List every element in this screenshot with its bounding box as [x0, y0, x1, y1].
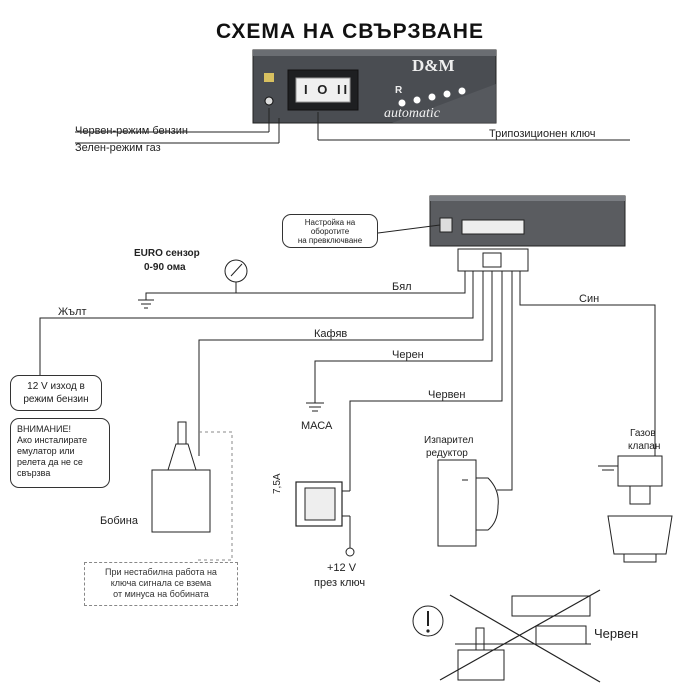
brand-logo: D&M	[412, 56, 455, 75]
rpm-trimmer-icon[interactable]	[439, 217, 453, 233]
gas-valve-label-2: клапан	[628, 441, 661, 452]
bottom-red-label: Червен	[594, 626, 639, 641]
wire-label-red: Червен	[428, 389, 466, 401]
r-label: R	[395, 85, 403, 96]
warning-line: ВНИМАНИЕ!	[17, 424, 71, 434]
gas-valve-icon	[598, 455, 673, 563]
wire-label-black: Черен	[392, 349, 424, 361]
ignition-coil-icon	[151, 421, 211, 533]
wire-label-yellow: Жълт	[58, 306, 87, 318]
plus12-label: +12 V	[327, 562, 357, 574]
ground-label: МАСА	[301, 420, 333, 432]
reducer-label-2: редуктор	[426, 448, 468, 459]
gas-valve-label: Газов	[630, 428, 656, 439]
unstable-note-line: от минуса на бобината	[113, 589, 209, 599]
fuse-rating-label: 7,5A	[272, 473, 283, 494]
crossed-out-wiring	[412, 589, 601, 683]
ground-icon	[138, 299, 154, 309]
harness-clip	[482, 252, 502, 268]
rpm-note: Настройка на оборотите на превключване	[282, 214, 378, 248]
ground-icon	[306, 402, 324, 412]
panel-wedge	[392, 84, 496, 123]
control-module	[429, 195, 626, 272]
coil-label: Бобина	[100, 515, 138, 527]
warning-line: Ако инсталирате	[17, 435, 88, 445]
module-connector	[461, 219, 525, 235]
warning-line: емулатор или	[17, 446, 75, 456]
wire-label-white: Бял	[392, 281, 412, 293]
switch-label: I O II	[304, 82, 351, 97]
output-12v-box: 12 V изход в режим бензин	[10, 375, 102, 411]
mode-led-round-icon	[264, 96, 274, 106]
plus12-key-label: през ключ	[314, 577, 366, 589]
wire-label-blue: Син	[579, 293, 600, 305]
module-body	[429, 195, 626, 247]
warning-box: ВНИМАНИЕ! Ако инсталирате емулатор или р…	[10, 418, 110, 488]
rpm-note-line: на превключване	[297, 236, 363, 245]
rpm-note-line: Настройка на	[304, 218, 356, 227]
label-green-mode: Зелен-режим газ	[75, 142, 161, 154]
output-box-line: режим бензин	[23, 394, 89, 405]
unstable-note-line: При нестабилна работа на	[105, 567, 217, 577]
level-led-icon	[413, 96, 421, 104]
module-highlight	[430, 196, 625, 201]
rpm-note-line: оборотите	[310, 227, 350, 236]
label-red-mode: Червен-режим бензин	[75, 125, 189, 137]
plus12-terminal-icon	[345, 547, 355, 557]
cross-line	[449, 594, 601, 683]
controller-panel	[252, 49, 497, 124]
euro-sensor-range: 0-90 ома	[144, 262, 186, 273]
controller-highlight	[253, 50, 496, 56]
cross-line	[439, 589, 601, 681]
switch-face	[295, 77, 351, 103]
reducer-icon	[437, 459, 499, 547]
euro-sensor-label: EURO сензор	[134, 248, 200, 259]
mode-led-icon	[264, 73, 274, 82]
level-led-icon	[398, 99, 406, 107]
warning-line: релета да не се	[17, 457, 83, 467]
fuse-holder-icon	[295, 481, 350, 527]
level-led-icon	[458, 87, 466, 95]
warning-line: свързва	[17, 468, 51, 478]
unstable-note: При нестабилна работа на ключа сигнала с…	[84, 562, 238, 606]
level-led-icon	[428, 93, 436, 101]
unstable-note-line: ключа сигнала се взема	[110, 578, 212, 588]
wire-label-brown: Кафяв	[314, 328, 348, 340]
label-3pos-switch: Трипозиционен ключ	[489, 128, 596, 140]
automatic-label: automatic	[384, 106, 440, 121]
page-title: СХЕМА НА СВЪРЗВАНЕ	[216, 20, 484, 43]
level-led-icon	[443, 90, 451, 98]
reducer-label: Изпарител	[424, 435, 474, 446]
output-box-line: 12 V изход в	[27, 381, 85, 392]
